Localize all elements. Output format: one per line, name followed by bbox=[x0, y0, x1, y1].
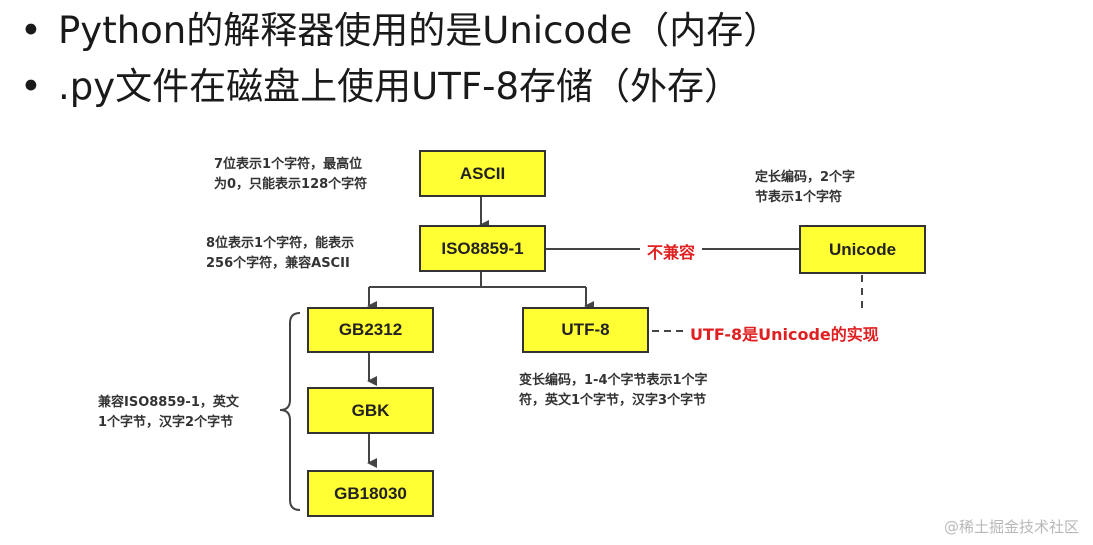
gbk-box: GBK bbox=[307, 387, 434, 434]
unicode-box: Unicode bbox=[799, 225, 926, 274]
utf8-note-line-1: 变长编码，1-4个字节表示1个字 bbox=[519, 373, 708, 388]
unicode-note-line-1: 定长编码，2个字 bbox=[755, 170, 856, 185]
ascii-note-line-2: 为0，只能表示128个字符 bbox=[214, 177, 368, 192]
utf8-implementation-label: UTF-8是Unicode的实现 bbox=[690, 325, 879, 344]
gb-note-line-2: 1个字节，汉字2个字节 bbox=[98, 415, 234, 430]
incompatible-label: 不兼容 bbox=[647, 243, 696, 262]
utf8-box: UTF-8 bbox=[522, 307, 649, 353]
iso-note-line-2: 256个字符，兼容ASCII bbox=[206, 256, 350, 271]
utf8-note: 变长编码，1-4个字节表示1个字 符，英文1个字节，汉字3个字节 bbox=[519, 371, 708, 411]
iso-note-line-1: 8位表示1个字符，能表示 bbox=[206, 236, 355, 251]
bullet-line-2: • .py文件在磁盘上使用UTF-8存储（外存） bbox=[20, 64, 741, 110]
gb-family-note: 兼容ISO8859-1，英文 1个字节，汉字2个字节 bbox=[98, 393, 239, 433]
bullet-text-2: .py文件在磁盘上使用UTF-8存储（外存） bbox=[58, 65, 741, 108]
utf8-note-line-2: 符，英文1个字节，汉字3个字节 bbox=[519, 393, 707, 408]
ascii-box: ASCII bbox=[419, 150, 546, 197]
bullet-dot: • bbox=[20, 65, 42, 108]
bullet-text-1: Python的解释器使用的是Unicode（内存） bbox=[58, 9, 781, 52]
gb18030-box: GB18030 bbox=[307, 470, 434, 517]
gb-note-line-1: 兼容ISO8859-1，英文 bbox=[98, 395, 239, 410]
ascii-note-line-1: 7位表示1个字符，最高位 bbox=[214, 157, 363, 172]
gb2312-box: GB2312 bbox=[307, 307, 434, 353]
ascii-note: 7位表示1个字符，最高位 为0，只能表示128个字符 bbox=[214, 155, 367, 195]
unicode-note-line-2: 节表示1个字符 bbox=[755, 190, 843, 205]
iso8859-1-box: ISO8859-1 bbox=[419, 225, 546, 272]
unicode-note: 定长编码，2个字 节表示1个字符 bbox=[755, 168, 855, 208]
watermark: @稀土掘金技术社区 bbox=[943, 518, 1079, 536]
gb-family-brace bbox=[279, 312, 301, 511]
iso-note: 8位表示1个字符，能表示 256个字符，兼容ASCII bbox=[206, 234, 354, 274]
bullet-line-1: • Python的解释器使用的是Unicode（内存） bbox=[20, 8, 780, 54]
bullet-dot: • bbox=[20, 9, 42, 52]
